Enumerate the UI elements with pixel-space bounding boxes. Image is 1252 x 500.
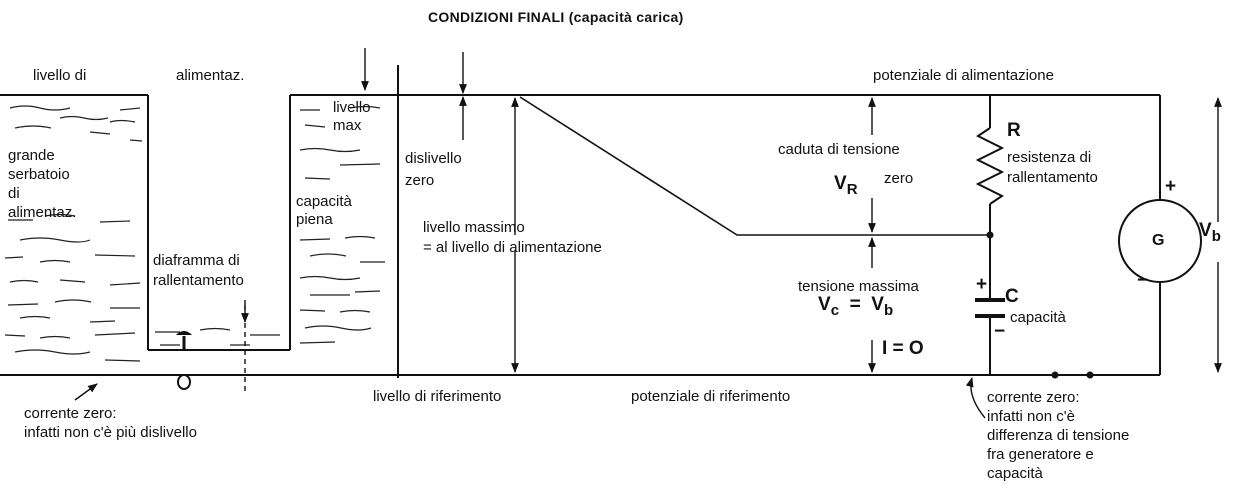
tank-walls xyxy=(0,65,399,378)
zero-current-circuit-label: corrente zero: infatti non c'è differenz… xyxy=(987,389,1130,482)
zero-drop-label: dislivello zero xyxy=(405,150,462,189)
vb-symbol: Vb xyxy=(1199,220,1221,245)
circuit-zero-current-pointer xyxy=(965,377,986,419)
resistor-label: R xyxy=(1007,120,1021,141)
diagram-title: CONDIZIONI FINALI (capacità carica) xyxy=(428,9,684,25)
capacitor-minus: − xyxy=(994,321,1006,342)
zero-current-pointer xyxy=(74,383,98,401)
full-capacity-label: capacità piena xyxy=(296,193,352,228)
valve-icon xyxy=(176,331,192,390)
reference-potential-label: potenziale di riferimento xyxy=(631,388,791,405)
max-level-equal-label: livello massimo = al livello di alimenta… xyxy=(423,219,602,256)
supply-potential-label: potenziale di alimentazione xyxy=(873,67,1054,84)
potential-slope xyxy=(519,96,990,236)
circuit-wiring xyxy=(975,95,1161,379)
capacitor-label: C xyxy=(1005,286,1019,307)
vr-symbol: VR xyxy=(834,173,858,198)
generator-icon xyxy=(1118,199,1202,283)
max-level-label: livello max xyxy=(333,99,371,134)
voltage-drop-label: caduta di tensione xyxy=(778,141,900,158)
capacitor-plus: + xyxy=(976,274,988,295)
current-zero-label: I = O xyxy=(882,338,924,359)
big-tank-label: grande serbatoio di alimentaz. xyxy=(8,147,77,221)
resistor-description: resistenza di rallentamento xyxy=(1007,149,1098,186)
resistor-icon xyxy=(975,127,1005,205)
supply-tank-water xyxy=(4,105,143,362)
capacitor-description: capacità xyxy=(1010,309,1066,326)
max-voltage-label: tensione massima xyxy=(798,278,919,295)
zero-current-hydraulic-label: corrente zero: infatti non c'è più disli… xyxy=(24,405,197,441)
supply-level-label-a: livello di xyxy=(33,67,87,84)
generator-plus: + xyxy=(1165,176,1177,197)
capacity-tank-water xyxy=(299,105,385,344)
vc-equation: Vc = Vb xyxy=(818,294,894,319)
diaphragm-water xyxy=(155,327,280,346)
capacitor-icon xyxy=(975,298,1005,318)
vr-zero-label: zero xyxy=(884,170,914,187)
supply-level-label-b: alimentaz. xyxy=(176,67,245,84)
generator-minus: − xyxy=(1137,270,1149,291)
diaphragm-label: diaframma di rallentamento xyxy=(153,252,244,289)
reference-level-label: livello di riferimento xyxy=(373,388,502,405)
generator-label: G xyxy=(1152,232,1165,249)
